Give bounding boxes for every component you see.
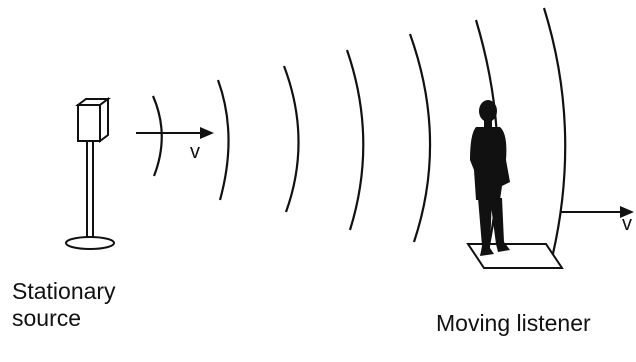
- wavefront-2: [218, 80, 229, 200]
- speaker-stand-icon: [66, 99, 114, 249]
- stationary-source-label: Stationary source: [12, 278, 116, 332]
- wavefront-1: [153, 96, 162, 176]
- wavefront-4: [347, 50, 363, 230]
- person-icon: [470, 100, 510, 256]
- wavefront-3: [284, 66, 299, 212]
- source-label-line2: source: [12, 305, 116, 332]
- source-velocity-arrow: [136, 127, 214, 139]
- source-label-line1: Stationary: [12, 278, 116, 305]
- wavefront-7: [544, 8, 565, 258]
- source-velocity-label: v: [190, 141, 200, 163]
- listener-velocity-label: v: [622, 213, 632, 235]
- moving-listener-label: Moving listener: [436, 310, 591, 337]
- wavefront-5: [410, 34, 430, 242]
